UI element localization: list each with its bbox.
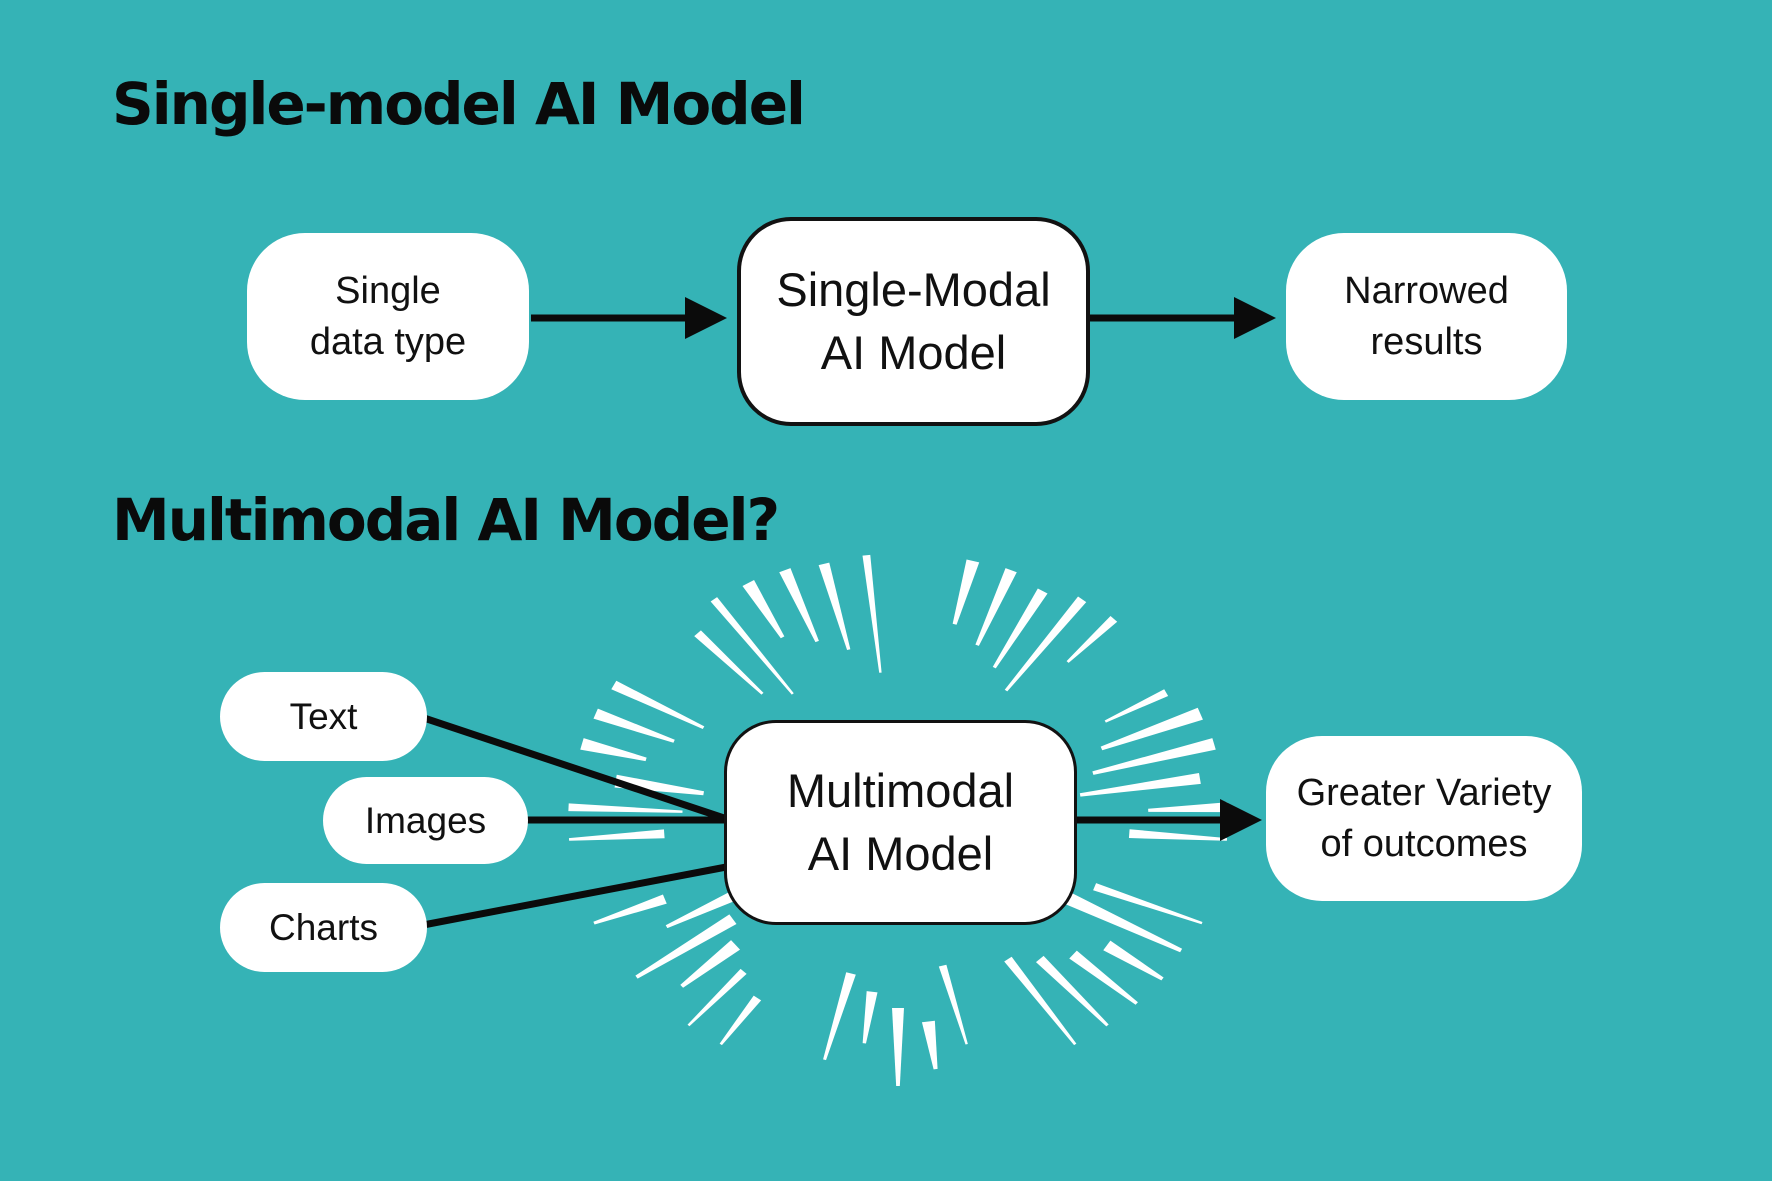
multimodal-ai-model-box: Multimodal AI Model	[724, 720, 1077, 925]
starburst-ray	[611, 680, 705, 729]
starburst-ray	[742, 580, 785, 639]
single-modal-line2: AI Model	[820, 325, 1007, 379]
starburst-ray	[665, 890, 739, 929]
input-pill-charts: Charts	[220, 883, 427, 972]
starburst-ray	[938, 964, 968, 1045]
starburst-ray	[1004, 596, 1087, 692]
starburst-ray	[680, 940, 741, 988]
multimodal-line1: Multimodal	[786, 763, 1015, 817]
starburst-ray	[862, 554, 882, 673]
starburst-ray	[614, 774, 704, 796]
starburst-ray	[1104, 689, 1169, 723]
starburst-ray	[892, 1008, 904, 1086]
single-data-type-line2: data type	[309, 320, 467, 363]
line-text-to-model	[416, 712, 744, 828]
starburst-ray	[1035, 955, 1109, 1027]
greater-variety-line1: Greater Variety	[1296, 771, 1552, 814]
single-data-type-box: Single data type	[247, 233, 529, 400]
starburst-ray	[1079, 773, 1201, 797]
starburst-ray	[818, 562, 851, 650]
single-modal-ai-model-box: Single-Modal AI Model	[737, 217, 1090, 426]
narrowed-results-line1: Narrowed	[1344, 269, 1509, 312]
section-title-single-model: Single-model AI Model	[112, 70, 806, 138]
starburst-ray	[1092, 738, 1216, 775]
starburst-ray	[694, 630, 764, 695]
greater-variety-outcomes-box: Greater Variety of outcomes	[1266, 736, 1582, 901]
starburst-ray	[952, 559, 980, 625]
line-charts-to-model	[417, 860, 743, 930]
greater-variety-line2: of outcomes	[1320, 822, 1528, 865]
narrowed-results-box: Narrowed results	[1286, 233, 1567, 400]
starburst-ray	[779, 568, 819, 643]
connectors	[416, 297, 1276, 930]
starburst-ray	[1063, 892, 1183, 953]
starburst-ray	[1093, 883, 1203, 925]
starburst-ray	[1148, 802, 1228, 813]
starburst-ray	[580, 738, 647, 762]
starburst-ray	[593, 894, 667, 925]
input-pill-images-label: Images	[364, 799, 487, 841]
starburst-ray	[862, 991, 878, 1044]
input-pill-text: Text	[220, 672, 427, 761]
narrowed-results-line2: results	[1370, 320, 1483, 363]
starburst-ray	[719, 995, 762, 1046]
starburst-ray	[710, 597, 794, 695]
section-title-multimodal: Multimodal AI Model?	[112, 486, 780, 554]
input-pill-text-label: Text	[289, 695, 358, 737]
starburst-ray	[1128, 829, 1228, 841]
starburst-ray	[1069, 950, 1138, 1005]
starburst-ray	[568, 829, 665, 841]
starburst-ray	[1066, 615, 1118, 663]
starburst-ray	[975, 568, 1017, 646]
starburst-ray	[1100, 707, 1203, 751]
input-pill-images: Images	[323, 777, 528, 864]
starburst-ray	[1103, 940, 1164, 981]
starburst-ray	[568, 803, 683, 813]
multimodal-line2: AI Model	[807, 826, 994, 880]
single-data-type-line1: Single	[335, 269, 441, 312]
starburst-ray	[823, 972, 856, 1061]
starburst-ray	[635, 914, 737, 979]
single-modal-line1: Single-Modal	[776, 262, 1051, 316]
starburst-ray	[593, 708, 675, 743]
starburst-ray	[1004, 956, 1077, 1046]
starburst-ray	[992, 588, 1048, 669]
starburst-ray	[921, 1020, 938, 1070]
starburst-ray	[687, 968, 747, 1027]
input-pill-charts-label: Charts	[269, 906, 378, 948]
starburst-icon	[568, 554, 1228, 1086]
